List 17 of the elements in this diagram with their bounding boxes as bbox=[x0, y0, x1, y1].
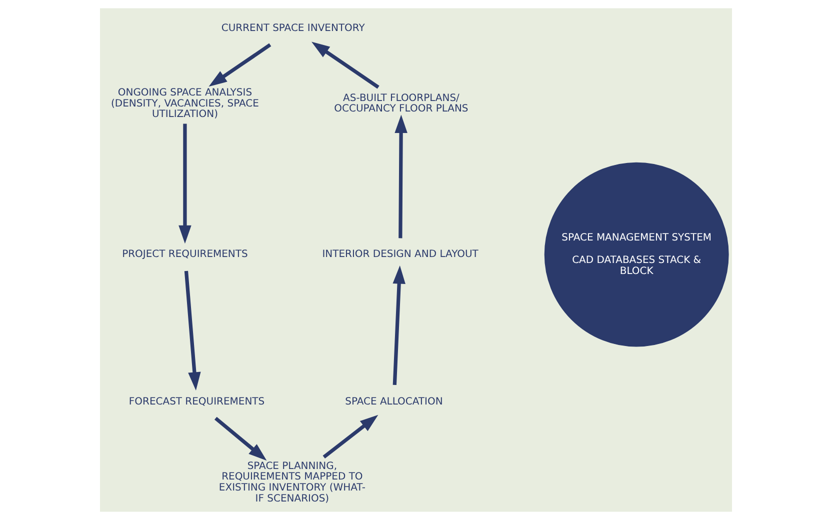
node-text: AS-BUILT FLOORPLANS/ OCCUPANCY FLOOR PLANS bbox=[334, 92, 468, 115]
arrow bbox=[184, 270, 201, 390]
node-text: SPACE PLANNING, REQUIREMENTS MAPPED TO EXISTING INVENTORY (WHAT-IF SCENARIOS) bbox=[218, 460, 366, 505]
arrow bbox=[178, 124, 192, 244]
arrow bbox=[312, 42, 380, 89]
arrow bbox=[394, 114, 408, 238]
arrow bbox=[214, 416, 267, 461]
node-text: SPACE ALLOCATION bbox=[345, 396, 443, 408]
node-text: INTERIOR DESIGN AND LAYOUT bbox=[322, 249, 478, 260]
arrow bbox=[322, 414, 378, 459]
node-text: FORECAST REQUIREMENTS bbox=[128, 396, 265, 408]
node-circle: SPACE MANAGEMENT SYSTEM CAD DATABASES STACK & BLOCK bbox=[544, 162, 729, 347]
node-text: ONGOING SPACE ANALYSIS (DENSITY, VACANCIES, SPACE UTILIZATION) bbox=[111, 87, 259, 120]
node-text: CURRENT SPACE INVENTORY bbox=[221, 22, 365, 34]
node-text: PROJECT REQUIREMENTS bbox=[122, 249, 248, 260]
arrow bbox=[208, 43, 272, 87]
arrow bbox=[392, 266, 406, 386]
